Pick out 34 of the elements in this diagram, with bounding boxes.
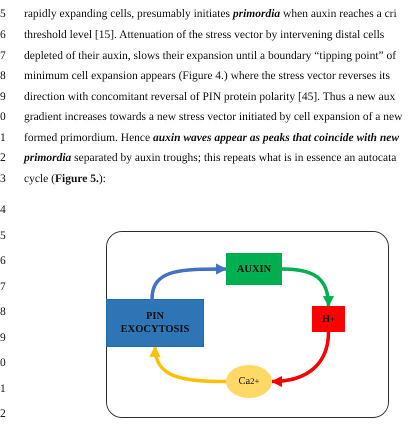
text-line: depleted of their auxin, slows their expansion until a boundary “tipping point” of: [24, 50, 396, 63]
text-line: threshold level [15]. Attenuation of the stress vector by intervening distal cells: [24, 29, 384, 42]
line-number: 5: [0, 8, 6, 21]
arrow: [150, 264, 228, 300]
line-number: 8: [0, 70, 6, 83]
figure-frame: [106, 231, 389, 418]
line-number: 0: [0, 111, 6, 124]
arrow: [270, 332, 330, 387]
line-number: 6: [0, 255, 6, 268]
line-number: 1: [0, 132, 6, 145]
line-number: 9: [0, 91, 6, 104]
line-number: 6: [0, 29, 6, 42]
line-number: 2: [0, 408, 6, 421]
line-number: 7: [0, 50, 6, 63]
process-box: AUXIN: [226, 253, 282, 285]
process-box: PIN EXOCYTOSIS: [106, 299, 204, 347]
text-line: formed primordium. Hence auxin waves appear as peaks that coincide with new: [24, 132, 400, 145]
arrow: [282, 267, 334, 308]
line-number: 5: [0, 230, 6, 243]
text-line: direction with concomitant reversal of PIN protein polarity [45]. Thus a new aux: [24, 91, 396, 104]
line-number: 0: [0, 357, 6, 370]
line-number: 3: [0, 173, 6, 186]
line-number: 1: [0, 383, 6, 396]
arrow: [150, 346, 226, 384]
text-line: primordia separated by auxin troughs; this repeats what is in essence an autocata: [24, 152, 396, 165]
text-line: cycle (Figure 5.):: [24, 173, 106, 186]
line-number: 2: [0, 152, 6, 165]
text-line: rapidly expanding cells, presumably initiates primordia when auxin reaches a cri: [24, 8, 397, 21]
text-line: gradient increases towards a new stress vector initiated by cell expansion of a new: [24, 111, 402, 124]
text-line: minimum cell expansion appears (Figure 4.) where the stress vector reverses its: [24, 70, 390, 83]
line-number: 7: [0, 281, 6, 294]
line-number: 9: [0, 332, 6, 345]
line-number: 4: [0, 204, 6, 217]
line-number: 8: [0, 306, 6, 319]
